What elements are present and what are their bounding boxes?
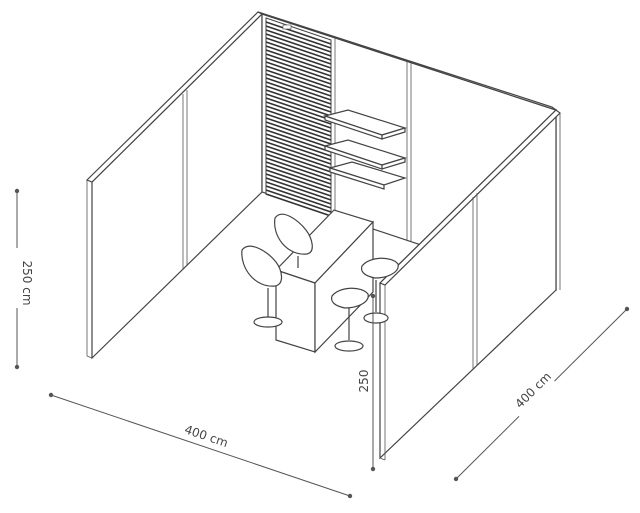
bar-stool-4: [360, 257, 399, 324]
slat-wall-panel: [265, 17, 332, 217]
slat-line: [265, 29, 332, 53]
slat-line: [265, 93, 332, 117]
slat-line: [265, 141, 332, 165]
slat-line: [265, 125, 332, 149]
bar-stool-1: [241, 245, 283, 328]
slat-line: [265, 25, 332, 49]
slat-line: [265, 89, 332, 113]
slat-line: [265, 69, 332, 93]
slat-line: [265, 73, 332, 97]
slat-line: [265, 105, 332, 129]
slat-line: [265, 113, 332, 137]
bar-stool-3: [330, 287, 369, 352]
slat-line: [265, 129, 332, 153]
slat-line: [265, 177, 332, 201]
slat-line: [265, 57, 332, 81]
slat-line: [265, 185, 332, 209]
slat-line: [265, 181, 332, 205]
slat-line: [265, 169, 332, 193]
slat-line: [265, 145, 332, 169]
slat-line: [265, 65, 332, 89]
slat-line: [265, 81, 332, 105]
corner-height-label: 250: [357, 370, 371, 393]
slat-line: [265, 97, 332, 121]
depth-label: 400 cm: [512, 369, 554, 411]
logo-plate: [282, 24, 292, 30]
right-wall: [378, 108, 561, 461]
slat-line: [265, 53, 332, 77]
slat-line: [265, 101, 332, 125]
slat-lines: [265, 21, 332, 217]
slat-line: [265, 45, 332, 69]
slat-line: [265, 121, 332, 145]
height-dimension: 250 cm: [10, 188, 34, 370]
left-wall: [85, 11, 264, 360]
slat-line: [265, 157, 332, 181]
slat-line: [265, 85, 332, 109]
slat-line: [265, 133, 332, 157]
corner-height-dimension: 250: [357, 293, 376, 472]
bar-stool-2: [274, 213, 313, 268]
slat-line: [265, 165, 332, 189]
wall-shelves: [322, 109, 408, 190]
slat-line: [265, 137, 332, 161]
slat-line: [265, 49, 332, 73]
slat-line: [265, 33, 332, 57]
slat-line: [265, 41, 332, 65]
slat-line: [265, 77, 332, 101]
bar-counter: [274, 209, 375, 354]
slat-line: [265, 153, 332, 177]
slat-line: [265, 117, 332, 141]
slat-line: [265, 161, 332, 185]
slat-line: [265, 173, 332, 197]
slat-line: [265, 109, 332, 133]
slat-line: [265, 61, 332, 85]
slat-line: [265, 193, 332, 217]
height-label: 250 cm: [20, 260, 34, 305]
slat-line: [265, 149, 332, 173]
slat-line: [265, 21, 332, 45]
slat-line: [265, 37, 332, 61]
slat-line: [265, 189, 332, 213]
width-dimension: 400 cm: [48, 392, 353, 499]
